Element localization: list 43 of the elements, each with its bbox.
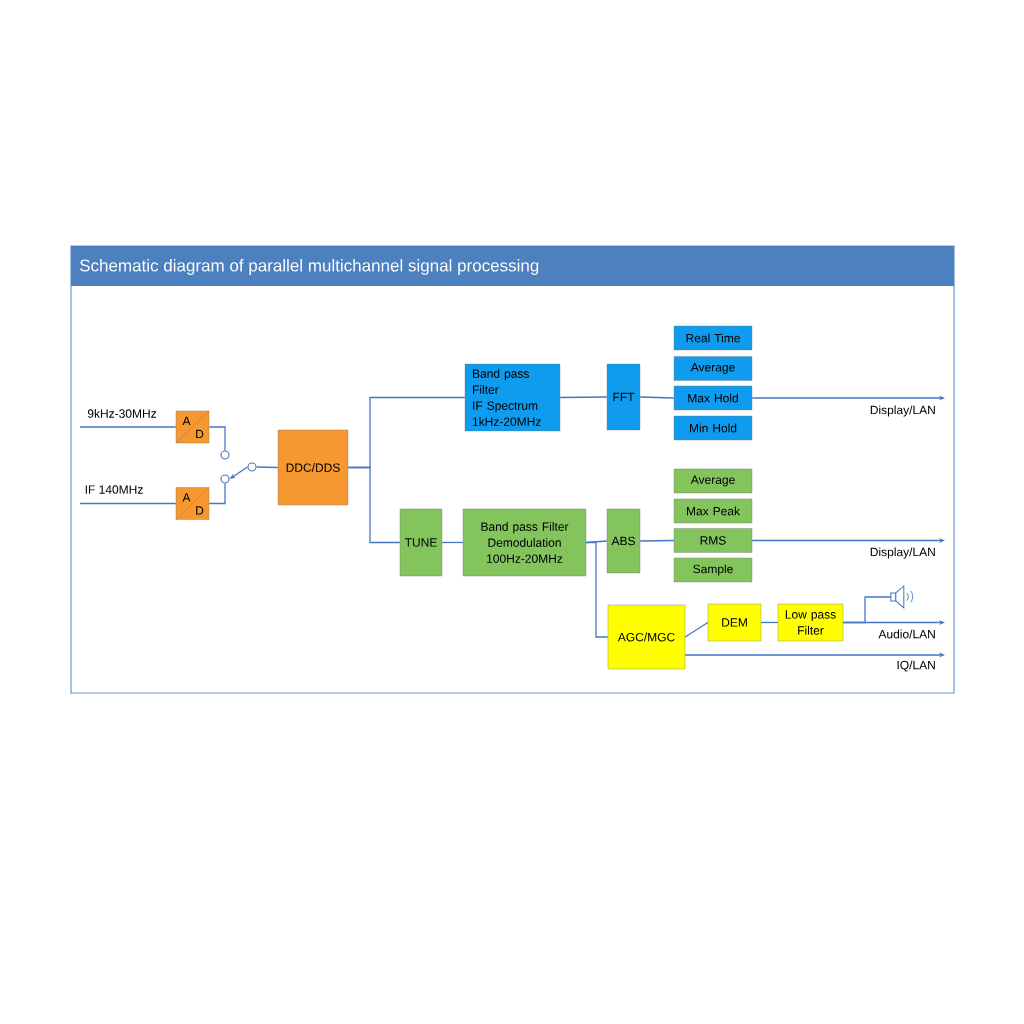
process-box: DDC/DDS (277, 429, 349, 506)
filter-box: Band pass Filter IF Spectrum 1kHz-20MHz (464, 363, 561, 432)
connector-line (639, 539, 675, 542)
connector-line (559, 396, 608, 399)
process-box: TUNE (399, 508, 443, 577)
connector-line (842, 596, 892, 624)
filter-box: Band pass Filter Demodulation 100Hz-20MHz (462, 508, 587, 577)
edge-label: Display/LAN (868, 404, 937, 418)
mode-box: Real Time (673, 325, 753, 351)
speaker-icon (890, 585, 914, 609)
process-box: FFT (606, 363, 641, 431)
mode-box: Average (673, 468, 753, 494)
connector-line (684, 621, 709, 638)
connector-line (347, 466, 401, 544)
edge-label: 9kHz-30MHz (86, 408, 158, 419)
process-box: ABS (606, 508, 641, 574)
switch-contact (220, 450, 230, 460)
switch-contact (220, 474, 230, 484)
connector-line (639, 396, 675, 399)
edge-label: Audio/LAN (877, 628, 937, 640)
title-band: Schematic diagram of parallel multichannel signal processing (71, 246, 954, 286)
mode-box: Min Hold (673, 415, 753, 441)
edge-label: IF 140MHz (83, 484, 145, 495)
connector-line (585, 541, 609, 638)
mode-box: Average (673, 356, 753, 381)
connector-line (441, 541, 464, 544)
mode-box: RMS (673, 528, 753, 553)
mode-box: Sample (673, 557, 753, 583)
connector-line (208, 482, 226, 505)
mode-box: Max Hold (673, 385, 753, 411)
connector-line (208, 426, 226, 452)
edge-label: Display/LAN (868, 546, 937, 560)
connector-line (255, 466, 279, 469)
connector-line (760, 621, 779, 624)
connector-line (79, 426, 177, 428)
filter-box: Low pass Filter (777, 603, 844, 642)
converter-box: A D (175, 410, 210, 444)
connector-line (79, 502, 177, 505)
process-box: AGC/MGC (607, 604, 686, 670)
converter-box: A D (175, 487, 210, 520)
process-box: DEM (707, 603, 762, 642)
switch-contact (247, 462, 257, 472)
mode-box: Max Peak (673, 498, 753, 524)
